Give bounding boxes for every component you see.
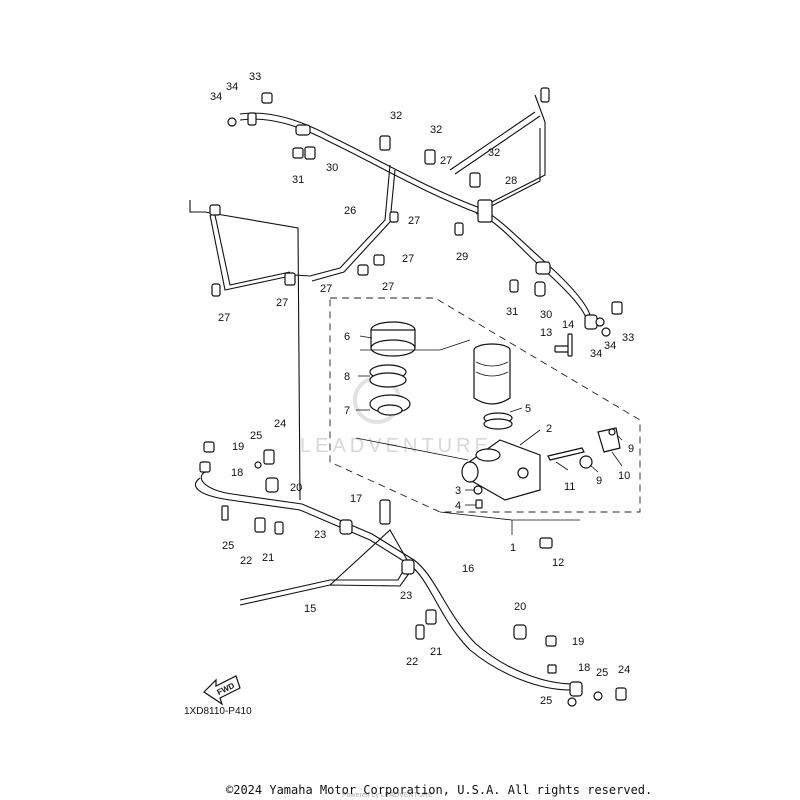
- master-cylinder: [461, 439, 541, 501]
- callout-22a: 22: [240, 555, 252, 567]
- callout-7: 7: [344, 405, 350, 417]
- callout-30a: 30: [326, 162, 338, 174]
- callout-23b: 23: [400, 590, 412, 602]
- copyright-text: ©2024 Yamaha Motor Corporation, U.S.A. A…: [226, 783, 652, 797]
- assembly-boundary: [329, 297, 641, 513]
- callout-25c: 25: [596, 667, 608, 679]
- callout-27g: 27: [218, 312, 230, 324]
- callout-11: 11: [564, 481, 575, 493]
- diagram-code: 1XD8110-P410: [184, 706, 252, 717]
- callout-31a: 31: [292, 174, 304, 186]
- leader-lines: [355, 335, 623, 535]
- callout-27f: 27: [276, 297, 288, 309]
- diaphragm: [369, 394, 411, 416]
- callout-1: 1: [510, 542, 516, 554]
- callout-25b: 25: [222, 540, 234, 552]
- callout-5: 5: [525, 403, 531, 415]
- callout-19b: 19: [572, 636, 584, 648]
- callout-9a: 9: [628, 443, 634, 455]
- callout-18b: 18: [578, 662, 590, 674]
- callout-32b: 32: [430, 124, 442, 136]
- watermark-text: LEADVENTURE: [300, 435, 492, 457]
- callout-30b: 30: [540, 309, 552, 321]
- callout-17: 17: [350, 493, 362, 505]
- callout-33b: 33: [622, 332, 634, 344]
- callout-28: 28: [505, 175, 517, 187]
- callout-9b: 9: [596, 475, 602, 487]
- callout-19a: 19: [232, 441, 244, 453]
- callout-12: 12: [552, 557, 564, 569]
- callout-16: 16: [462, 563, 474, 575]
- callout-6: 6: [344, 331, 350, 343]
- callout-22b: 22: [406, 656, 418, 668]
- upper-fasteners: [209, 87, 623, 357]
- callout-34a: 34: [210, 91, 222, 103]
- rod-and-bracket: [547, 427, 621, 469]
- callout-26: 26: [344, 205, 356, 217]
- callout-31b: 31: [506, 306, 518, 318]
- callout-33a: 33: [249, 71, 261, 83]
- plate: [369, 364, 407, 388]
- callout-32a: 32: [390, 110, 402, 122]
- callout-25a: 25: [250, 430, 262, 442]
- callout-29: 29: [456, 251, 468, 263]
- callout-3: 3: [455, 485, 461, 497]
- small-fasteners: [379, 485, 553, 549]
- callout-21b: 21: [430, 646, 442, 658]
- callout-13: 13: [540, 327, 552, 339]
- lower-fasteners: [199, 441, 627, 707]
- callout-24a: 24: [274, 418, 286, 430]
- callout-20b: 20: [514, 601, 526, 613]
- callout-23a: 23: [314, 529, 326, 541]
- watermark-subtext: Powered by LEADVENTURE: [342, 792, 433, 799]
- callout-8: 8: [344, 371, 350, 383]
- callout-27d: 27: [320, 283, 332, 295]
- callout-14: 14: [562, 319, 574, 331]
- callout-2: 2: [546, 423, 552, 435]
- callout-18a: 18: [231, 467, 243, 479]
- callout-20a: 20: [290, 482, 302, 494]
- hose-band: [483, 412, 513, 430]
- fwd-arrow-icon: FWD: [203, 675, 241, 706]
- callout-32c: 32: [488, 147, 500, 159]
- junction-block: [477, 199, 493, 223]
- callout-21a: 21: [262, 552, 274, 564]
- brake-pipe-left: [189, 164, 396, 501]
- callout-24b: 24: [618, 664, 630, 676]
- callout-27a: 27: [440, 155, 452, 167]
- callout-34d: 34: [604, 340, 616, 352]
- reservoir-cap: [370, 321, 416, 357]
- callout-10: 10: [618, 470, 630, 482]
- callout-27b: 27: [408, 215, 420, 227]
- callout-27e: 27: [382, 281, 394, 293]
- callout-4: 4: [455, 500, 461, 512]
- callout-34c: 34: [590, 348, 602, 360]
- callout-25d: 25: [540, 695, 552, 707]
- callout-27c: 27: [402, 253, 414, 265]
- callout-15: 15: [304, 603, 316, 615]
- callout-34b: 34: [226, 81, 238, 93]
- callouts: 1 2 3 4 5 6 7 8 9 9 10 11 12 13 14 15 16…: [210, 71, 634, 707]
- reservoir-tank: [473, 343, 511, 405]
